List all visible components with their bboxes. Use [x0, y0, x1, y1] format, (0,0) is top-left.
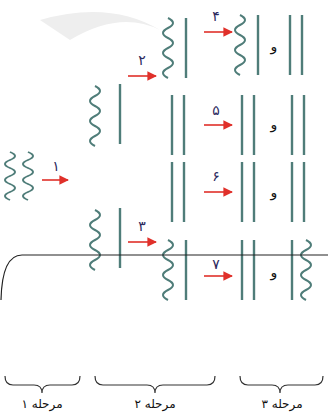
arrow	[204, 275, 232, 277]
callout-number: ۲	[138, 53, 146, 67]
conjunction-label: و	[271, 39, 278, 53]
strands	[90, 84, 120, 270]
arrow	[128, 75, 156, 77]
arrow	[204, 124, 232, 126]
arrow	[42, 179, 68, 181]
watermark	[40, 12, 160, 40]
conjunction-label: و	[271, 117, 278, 131]
arrow	[204, 31, 232, 33]
strands	[5, 152, 33, 200]
frame-line	[1, 255, 328, 300]
callout-number: ۴	[212, 9, 220, 23]
callout-number: ۳	[138, 219, 146, 233]
callout-number: ۶	[212, 169, 220, 183]
callout-number: ۱	[52, 159, 60, 173]
strands	[235, 15, 311, 300]
stage-label: مرحله ۳	[261, 398, 302, 410]
strands	[163, 18, 186, 300]
callout-number: ۵	[212, 103, 220, 117]
arrow	[128, 241, 156, 243]
stage-label: مرحله ۱	[21, 398, 62, 410]
arrow	[204, 191, 232, 193]
stage-bracket	[5, 376, 323, 393]
conjunction-label: و	[271, 265, 278, 279]
callout-number: ۷	[212, 257, 220, 271]
conjunction-label: و	[271, 185, 278, 199]
stage-label: مرحله ۲	[134, 398, 175, 410]
